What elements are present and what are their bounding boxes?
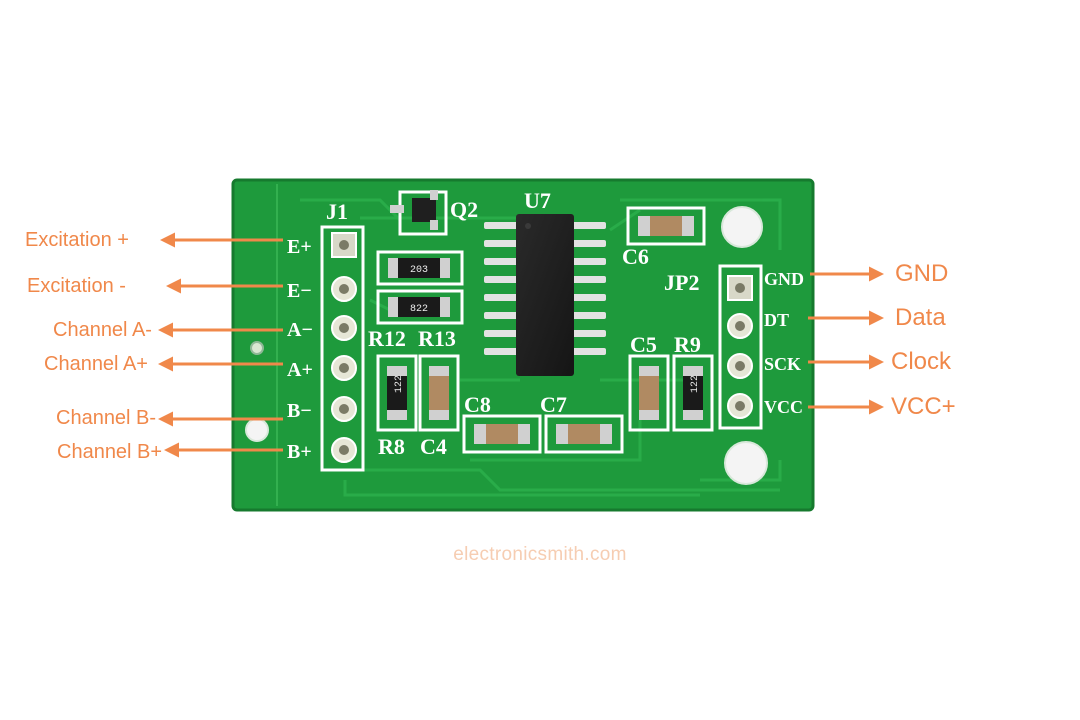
silk-pin-aplus: A+: [287, 359, 313, 381]
silk-pin-eplus: E+: [287, 236, 312, 258]
silk-u7: U7: [524, 188, 551, 213]
label-clock: Clock: [891, 348, 952, 375]
label-data: Data: [895, 304, 946, 331]
label-excitation-minus: Excitation -: [27, 275, 126, 297]
label-gnd: GND: [895, 260, 949, 287]
right-arrows: [808, 266, 884, 415]
silk-c4: C4: [420, 434, 447, 459]
label-channel-b-minus: Channel B-: [56, 407, 157, 429]
silk-r12: R12: [368, 326, 406, 351]
c4-capacitor: [418, 354, 460, 432]
q2-transistor: [390, 190, 448, 236]
silk-pin-gnd: GND: [764, 269, 804, 289]
marking-122-r8: 122: [394, 375, 405, 393]
silk-pin-bminus: B−: [287, 400, 312, 422]
silk-c5: C5: [630, 332, 657, 357]
jp2-pads: [727, 275, 753, 419]
c7-capacitor: [544, 414, 624, 454]
label-channel-a-plus: Channel A+: [44, 353, 148, 375]
via-left: [250, 341, 264, 355]
silk-pin-sck: SCK: [764, 354, 801, 374]
resistor-822: [376, 289, 464, 325]
j1-pads: [331, 232, 357, 463]
label-excitation-plus: Excitation +: [25, 229, 129, 251]
small-hole-left: [245, 418, 269, 442]
label-vcc-plus: VCC+: [891, 393, 956, 420]
r8-resistor: [376, 354, 418, 432]
left-arrows: [158, 232, 283, 458]
silk-r8: R8: [378, 434, 405, 459]
jp2-header-outline: [718, 264, 763, 430]
label-channel-b-plus: Channel B+: [57, 441, 163, 463]
silk-c6: C6: [622, 244, 649, 269]
marking-822: 822: [410, 304, 428, 315]
u7-chip: [484, 214, 606, 376]
silk-r13: R13: [418, 326, 456, 351]
c6-capacitor: [626, 206, 706, 246]
silk-pin-eminus: E−: [287, 280, 312, 302]
c8-capacitor: [462, 414, 542, 454]
silk-pin-aminus: A−: [287, 319, 313, 341]
silk-j1: J1: [326, 199, 348, 224]
silk-c7: C7: [540, 392, 567, 417]
resistor-203: [376, 250, 464, 286]
silk-r9: R9: [674, 332, 701, 357]
c5-capacitor: [628, 354, 670, 432]
marking-203: 203: [410, 265, 428, 276]
silk-q2: Q2: [450, 197, 478, 222]
watermark-text: electronicsmith.com: [453, 544, 627, 565]
silk-pin-dt: DT: [764, 310, 789, 330]
label-channel-a-minus: Channel A-: [53, 319, 152, 341]
marking-122-r9: 122: [690, 375, 701, 393]
r9-resistor: [672, 354, 714, 432]
j1-header-outline: [320, 225, 365, 472]
mounting-hole-bottom: [724, 441, 768, 485]
silk-pin-vcc: VCC: [764, 397, 803, 417]
silk-jp2: JP2: [664, 270, 699, 295]
silk-pin-bplus: B+: [287, 441, 312, 463]
mounting-hole-top: [721, 206, 763, 248]
silk-c8: C8: [464, 392, 491, 417]
